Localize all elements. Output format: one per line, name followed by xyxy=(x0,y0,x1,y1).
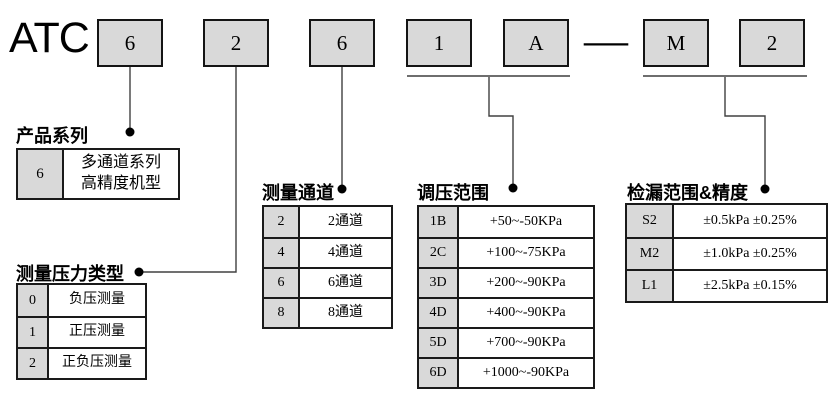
table-row: 3D +200~-90KPa xyxy=(419,267,593,297)
bullet-leak xyxy=(760,184,770,194)
code-cell: 1 xyxy=(18,318,49,347)
bullet-series xyxy=(125,127,135,137)
group-underline-leak xyxy=(643,75,807,77)
table-row: M2 ±1.0kPa ±0.25% xyxy=(627,237,826,269)
channels-table: 2 2通道 4 4通道 6 6通道 8 8通道 xyxy=(262,205,393,329)
bullet-channels xyxy=(337,184,347,194)
table-row: 0 负压测量 xyxy=(18,285,145,316)
table-row: 1B +50~-50KPa xyxy=(419,207,593,237)
table-row: 6 多通道系列 高精度机型 xyxy=(18,150,178,198)
table-row: 1 正压测量 xyxy=(18,316,145,347)
table-row: 4 4通道 xyxy=(264,237,391,267)
code-cell: 5D xyxy=(419,329,459,357)
table-row: 6D +1000~-90KPa xyxy=(419,357,593,387)
code-box-leak-1: M xyxy=(643,19,709,67)
desc-cell: 4通道 xyxy=(328,244,363,260)
table-row: 2 2通道 xyxy=(264,207,391,237)
code-cell: 4 xyxy=(264,239,300,267)
code-box-regulation-2: A xyxy=(503,19,569,67)
connector-regulation xyxy=(488,77,514,184)
series-table: 6 多通道系列 高精度机型 xyxy=(16,148,180,200)
section-title-channels: 测量通道 xyxy=(262,183,334,203)
code-box-regulation-1: 1 xyxy=(406,19,472,67)
code-cell: 6 xyxy=(18,150,64,198)
regulation-range-table: 1B +50~-50KPa 2C +100~-75KPa 3D +200~-90KPa 4D… xyxy=(417,205,595,389)
code-box-pressure-type: 2 xyxy=(203,19,269,67)
table-row: 6 6通道 xyxy=(264,267,391,297)
desc-cell: ±1.0kPa ±0.25% xyxy=(703,245,797,261)
code-cell: 2 xyxy=(18,349,49,378)
table-row: 2 正负压测量 xyxy=(18,347,145,378)
table-row: 4D +400~-90KPa xyxy=(419,297,593,327)
desc-cell: +1000~-90KPa xyxy=(482,364,570,380)
code-cell: M2 xyxy=(627,239,674,269)
desc-cell: 6通道 xyxy=(328,274,363,290)
code-cell: S2 xyxy=(627,205,674,237)
desc-cell: 负压测量 xyxy=(69,292,125,308)
desc-cell: +100~-75KPa xyxy=(486,244,566,260)
code-cell: 0 xyxy=(18,285,49,316)
desc-cell: 多通道系列 高精度机型 xyxy=(80,154,161,192)
desc-cell: +200~-90KPa xyxy=(486,274,566,290)
code-separator-dash: — xyxy=(584,16,628,65)
code-box-channels: 6 xyxy=(309,19,375,67)
table-row: 2C +100~-75KPa xyxy=(419,237,593,267)
desc-cell: 正负压测量 xyxy=(62,355,132,371)
bullet-regulation xyxy=(508,183,518,193)
bullet-pressure-type xyxy=(134,267,144,277)
desc-cell: 正压测量 xyxy=(69,324,125,340)
code-box-leak-2: 2 xyxy=(739,19,805,67)
desc-cell: 2通道 xyxy=(328,213,363,229)
desc-cell: +50~-50KPa xyxy=(489,213,563,229)
code-box-series: 6 xyxy=(97,19,163,67)
code-cell: 2 xyxy=(264,207,300,237)
pressure-type-table: 0 负压测量 1 正压测量 2 正负压测量 xyxy=(16,283,147,380)
code-cell: 3D xyxy=(419,269,459,297)
table-row: 8 8通道 xyxy=(264,297,391,327)
code-cell: 8 xyxy=(264,299,300,327)
section-title-series: 产品系列 xyxy=(16,126,88,146)
table-row: S2 ±0.5kPa ±0.25% xyxy=(627,205,826,237)
desc-cell: ±0.5kPa ±0.25% xyxy=(703,212,797,228)
model-prefix: ATC xyxy=(9,14,90,62)
desc-cell: 8通道 xyxy=(328,304,363,320)
code-cell: 6 xyxy=(264,269,300,297)
connector-leak xyxy=(724,77,766,185)
code-cell: L1 xyxy=(627,271,674,301)
table-row: 5D +700~-90KPa xyxy=(419,327,593,357)
code-cell: 6D xyxy=(419,359,459,387)
group-underline-regulation xyxy=(407,75,570,77)
code-cell: 2C xyxy=(419,239,459,267)
section-title-regulation: 调压范围 xyxy=(417,183,489,203)
code-cell: 4D xyxy=(419,299,459,327)
desc-cell: ±2.5kPa ±0.15% xyxy=(703,277,797,293)
code-cell: 1B xyxy=(419,207,459,237)
section-title-leak: 检漏范围&精度 xyxy=(627,183,748,203)
leak-range-table: S2 ±0.5kPa ±0.25% M2 ±1.0kPa ±0.25% L1 ±2.5kP… xyxy=(625,203,828,303)
table-row: L1 ±2.5kPa ±0.15% xyxy=(627,269,826,301)
desc-cell: +400~-90KPa xyxy=(486,304,566,320)
section-title-pressure-type: 测量压力类型 xyxy=(16,264,124,284)
desc-cell: +700~-90KPa xyxy=(486,334,566,350)
